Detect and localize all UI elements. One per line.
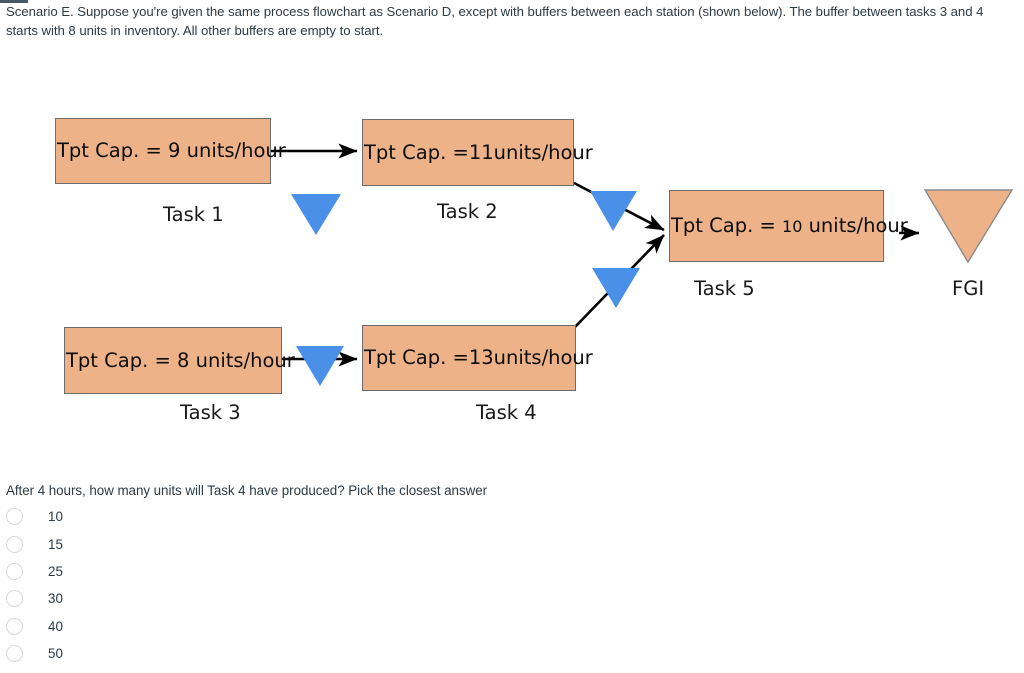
- caption-fgi: FGI: [952, 277, 985, 300]
- task1-capacity-label: Tpt Cap. = 9 units/hour: [57, 139, 286, 163]
- task3-capacity-label: Tpt Cap. = 8 units/hour: [66, 348, 295, 372]
- task5-capacity-label: Tpt Cap. = 10 units/hour: [671, 216, 908, 236]
- option-label: 40: [48, 618, 63, 634]
- radio-icon[interactable]: [6, 645, 23, 663]
- caption-task5: Task 5: [694, 277, 755, 300]
- radio-icon[interactable]: [6, 562, 23, 580]
- process-box-task3[interactable]: Tpt Cap. = 8 units/hour: [64, 327, 295, 394]
- option-label: 25: [48, 563, 63, 579]
- radio-icon[interactable]: [6, 590, 23, 608]
- process-box-task2[interactable]: Tpt Cap. =11units/hour: [362, 119, 593, 186]
- task5-capacity-prefix: Tpt Cap. =: [671, 214, 783, 238]
- buffer-triangle-task2-task5: [590, 191, 637, 231]
- buffer-triangle-task1-task2: [291, 194, 341, 235]
- radio-icon[interactable]: [6, 535, 23, 553]
- scenario-prompt: Scenario E. Suppose you're given the sam…: [6, 4, 984, 38]
- option-label: 10: [48, 509, 63, 525]
- process-box-task5[interactable]: Tpt Cap. = 10 units/hour: [669, 190, 908, 262]
- task2-capacity-label: Tpt Cap. =11units/hour: [364, 140, 593, 164]
- buffer-triangle-task4-task5: [592, 268, 640, 308]
- option-row[interactable]: 50: [0, 640, 420, 667]
- option-label: 15: [48, 536, 63, 552]
- question-text: After 4 hours, how many units will Task …: [6, 483, 488, 498]
- task5-capacity-units: units/hour: [802, 214, 908, 238]
- option-row[interactable]: 10: [0, 503, 420, 530]
- task5-capacity-value: 10: [782, 217, 803, 237]
- option-row[interactable]: 15: [0, 530, 420, 557]
- fgi-triangle: [923, 189, 1014, 264]
- caption-task2: Task 2: [437, 200, 498, 223]
- top-divider-stub: [0, 0, 28, 3]
- option-label: 30: [48, 591, 63, 607]
- option-label: 50: [48, 646, 63, 662]
- radio-icon[interactable]: [6, 508, 23, 526]
- process-flowchart: Tpt Cap. = 9 units/hour Tpt Cap. =11unit…: [0, 55, 1024, 475]
- caption-task1: Task 1: [163, 203, 224, 226]
- radio-icon[interactable]: [6, 617, 23, 635]
- caption-task3: Task 3: [180, 401, 241, 424]
- answer-options: 10 15 25 30 40 50: [0, 503, 420, 667]
- option-row[interactable]: 40: [0, 613, 420, 640]
- option-row[interactable]: 25: [0, 558, 420, 585]
- process-box-task4[interactable]: Tpt Cap. =13units/hour: [362, 325, 593, 391]
- task4-capacity-label: Tpt Cap. =13units/hour: [364, 346, 593, 370]
- buffer-triangle-task3-task4: [296, 346, 344, 386]
- caption-task4: Task 4: [476, 401, 537, 424]
- process-box-task1[interactable]: Tpt Cap. = 9 units/hour: [55, 118, 286, 184]
- option-row[interactable]: 30: [0, 585, 420, 612]
